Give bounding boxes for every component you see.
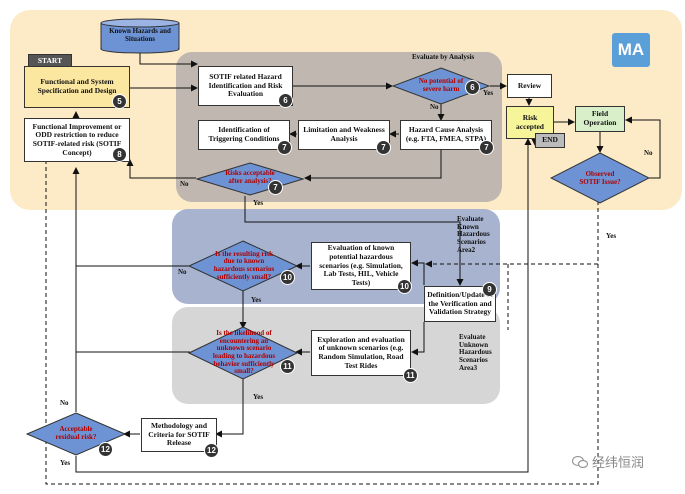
definition-update-badge: 9 <box>482 282 497 297</box>
likelihood-unknown-diamond <box>188 326 298 380</box>
wechat-icon <box>572 455 588 468</box>
known-hazards-label: Known Hazards and Situations <box>109 27 171 43</box>
known-hazards-cylinder <box>100 18 180 54</box>
sotif-hazard-label: SOTIF related Hazard Identification and … <box>208 72 283 99</box>
risk-accepted-label: Risk accepted <box>516 112 544 131</box>
review-label: Review <box>517 80 542 90</box>
risks-acceptable-label: Risks acceptable after analysis? <box>225 169 275 185</box>
identification-triggering-label: Identification of Triggering Conditions <box>208 125 280 143</box>
resulting-risk-diamond <box>188 240 298 292</box>
field-operation-label: Field Operation <box>583 109 617 127</box>
limitation-weakness-box: Limitation and Weakness Analysis <box>298 120 390 150</box>
likelihood-unknown-label: Is the likelihood of encountering an unk… <box>212 328 276 376</box>
watermark: 经纬恒润 <box>572 452 644 471</box>
definition-update-label: Definition/Update of the Verification an… <box>427 290 493 317</box>
evaluation-known-box: Evaluation of known potential hazardous … <box>311 242 411 290</box>
hazard-cause-badge: 7 <box>479 140 494 155</box>
limitation-weakness-label: Limitation and Weakness Analysis <box>303 125 385 143</box>
functional-spec-badge: 5 <box>112 94 127 109</box>
sotif-hazard-badge: 6 <box>278 93 293 108</box>
no-label-resulting: No <box>178 268 187 276</box>
functional-improvement-badge: 8 <box>112 147 127 162</box>
watermark-text: 经纬恒润 <box>592 456 645 471</box>
acceptable-residual-label: Acceptable residual risk? <box>55 425 97 441</box>
no-label-acceptable: No <box>60 399 69 407</box>
hazard-cause-label: Hazard Cause Analysis (e.g. FTA, FMEA, S… <box>405 125 487 143</box>
resulting-risk-label: Is the resulting risk due to known hazar… <box>213 249 275 281</box>
exploration-unknown-badge: 11 <box>403 368 418 383</box>
methodology-badge: 12 <box>204 443 219 458</box>
risk-accepted-box: Risk accepted <box>506 106 554 139</box>
end-node: END <box>535 133 565 148</box>
identification-triggering-badge: 7 <box>277 140 292 155</box>
no-severe-harm-label: No potential of severe harm <box>418 77 464 93</box>
yes-label-risks: Yes <box>253 199 264 207</box>
yes-label-likelihood: Yes <box>253 393 264 401</box>
functional-improvement-label: Functional Improvement or ODD restrictio… <box>32 121 122 157</box>
evaluation-known-badge: 10 <box>397 279 412 294</box>
definition-update-box: Definition/Update of the Verification an… <box>424 286 496 322</box>
yes-label-acceptable: Yes <box>60 459 71 467</box>
evaluate-unknown-area-label: Evaluate Unknown Hazardous Scenarios Are… <box>459 333 492 372</box>
methodology-label: Methodology and Criteria for SOTIF Relea… <box>148 421 210 448</box>
observed-sotif-diamond <box>550 152 650 204</box>
risks-acceptable-badge: 7 <box>268 180 283 195</box>
exploration-unknown-box: Exploration and evaluation of unknown sc… <box>311 330 411 376</box>
acceptable-residual-badge: 12 <box>98 442 113 457</box>
no-severe-harm-badge: 6 <box>465 80 480 95</box>
likelihood-unknown-badge: 11 <box>280 359 295 374</box>
ma-logo-text: MA <box>617 40 645 59</box>
evaluate-by-analysis-label: Evaluate by Analysis <box>412 53 475 61</box>
yes-label-severe: Yes <box>483 89 494 97</box>
functional-spec-label: Functional and System Specification and … <box>37 77 117 95</box>
yes-label-resulting: Yes <box>251 296 262 304</box>
no-label-observed: No <box>644 149 653 157</box>
evaluation-known-label: Evaluation of known potential hazardous … <box>319 243 403 287</box>
ma-logo: MA <box>612 33 650 67</box>
no-label-risks: No <box>180 180 189 188</box>
identification-triggering-box: Identification of Triggering Conditions <box>198 120 290 150</box>
resulting-risk-badge: 10 <box>280 270 295 285</box>
evaluate-known-area-label: Evaluate Known Hazardous Scenarios Area2 <box>457 215 490 254</box>
limitation-weakness-badge: 7 <box>376 140 391 155</box>
sotif-hazard-box: SOTIF related Hazard Identification and … <box>198 66 293 106</box>
observed-sotif-label: Observed SOTIF Issue? <box>579 170 621 186</box>
review-box: Review <box>507 74 552 98</box>
yes-label-observed: Yes <box>606 232 617 240</box>
exploration-unknown-label: Exploration and evaluation of unknown sc… <box>317 334 405 370</box>
field-operation-box: Field Operation <box>575 106 625 132</box>
no-label-severe: No <box>430 103 439 111</box>
hazard-cause-box: Hazard Cause Analysis (e.g. FTA, FMEA, S… <box>400 120 492 150</box>
